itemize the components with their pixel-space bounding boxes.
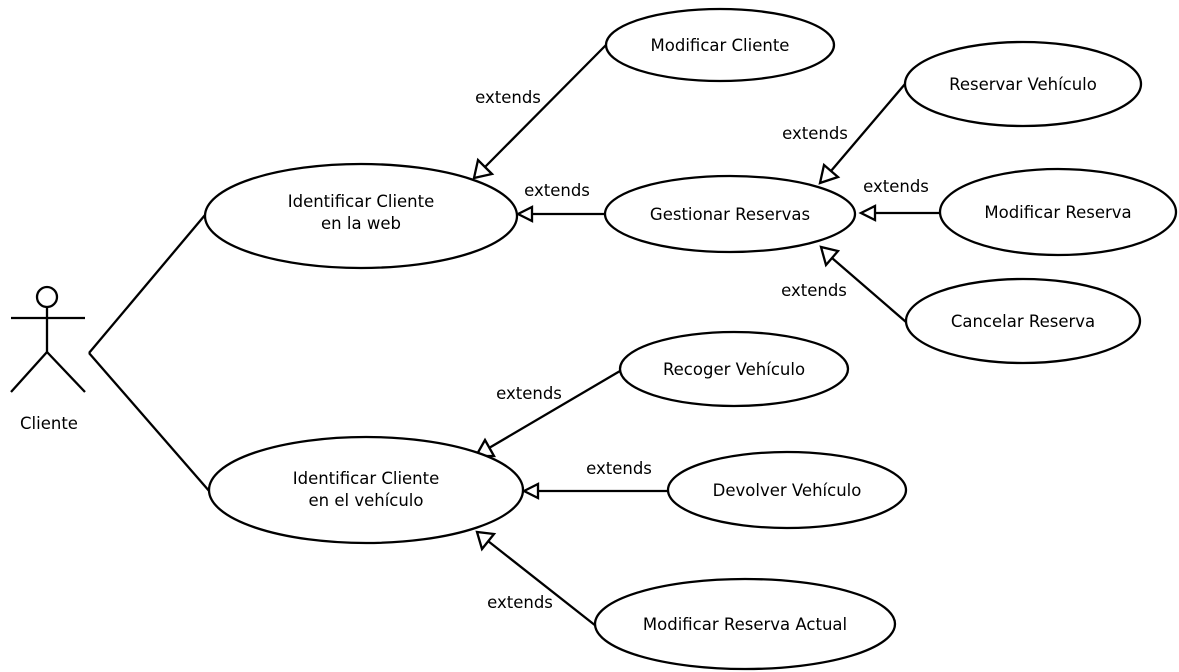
use-cases: Identificar Cliente en la web Identificar… [203,7,1178,671]
association-lines [88,214,211,493]
extends-cancelar-reserva-connector [819,245,907,323]
use-case-label-line: Modificar Reserva Actual [643,615,847,634]
use-case-label: Modificar Reserva Actual [643,615,847,634]
extends-label: extends [781,281,847,300]
use-case-label-line: Modificar Cliente [651,36,790,55]
use-case-label-line: Modificar Reserva [984,203,1131,222]
use-case-identificar-cliente-web: Identificar Cliente en la web [203,162,519,270]
extends-modificar-cliente-connector [472,44,607,180]
actor-right-leg [46,351,86,393]
use-case-label: Recoger Vehículo [663,360,805,379]
extends-label: extends [863,177,929,196]
use-case-gestionar-reservas: Gestionar Reservas [603,174,857,254]
use-case-label-line: Identificar Cliente [288,192,435,211]
actor-name: Cliente [20,414,78,433]
extends-label: extends [487,593,553,612]
use-case-label-line: Recoger Vehículo [663,360,805,379]
use-case-label: Devolver Vehículo [713,481,862,500]
use-case-label-line: Gestionar Reservas [650,205,810,224]
extends-label: extends [524,181,590,200]
use-case-label: Identificar Cliente en el vehículo [293,469,440,510]
use-case-label: Modificar Cliente [651,36,790,55]
use-case-label-line: Reservar Vehículo [949,75,1097,94]
extends-reservar-vehiculo-connector [818,83,906,185]
relation-labels: extends extends extends extends extends … [475,88,929,612]
use-case-label-line: en la web [321,214,401,233]
extends-connectors [472,44,940,627]
use-case-label: Identificar Cliente en la web [288,192,435,233]
use-case-cancelar-reserva: Cancelar Reserva [904,277,1142,365]
extends-label: extends [475,88,541,107]
extends-label: extends [782,124,848,143]
use-case-label-line: Cancelar Reserva [951,312,1095,331]
use-case-label: Modificar Reserva [984,203,1131,222]
use-case-label-line: Devolver Vehículo [713,481,862,500]
use-case-label-line: Identificar Cliente [293,469,440,488]
actor-cliente: Cliente [10,285,86,433]
use-case-modificar-cliente: Modificar Cliente [604,7,836,83]
extends-modificar-reserva-actual-connector [475,530,597,627]
use-case-label: Reservar Vehículo [949,75,1097,94]
extends-devolver-vehiculo-connector [521,482,668,500]
use-case-devolver-vehiculo: Devolver Vehículo [666,450,908,530]
use-case-reservar-vehiculo: Reservar Vehículo [903,40,1143,128]
use-case-identificar-cliente-vehiculo: Identificar Cliente en el vehículo [207,435,525,545]
association-identificar-web [88,214,206,354]
extends-modificar-reserva-connector [858,204,940,222]
extends-label: extends [586,459,652,478]
extends-gestionar-reservas-connector [515,205,605,223]
actor-left-leg [10,351,48,393]
use-case-label: Cancelar Reserva [951,312,1095,331]
association-identificar-vehiculo [88,352,211,493]
use-case-modificar-reserva: Modificar Reserva [938,167,1178,257]
use-case-modificar-reserva-actual: Modificar Reserva Actual [593,577,897,671]
use-case-label: Gestionar Reservas [650,205,810,224]
extends-label: extends [496,384,562,403]
use-case-label-line: en el vehículo [308,491,423,510]
actor-head [35,285,59,309]
use-case-recoger-vehiculo: Recoger Vehículo [618,330,850,408]
